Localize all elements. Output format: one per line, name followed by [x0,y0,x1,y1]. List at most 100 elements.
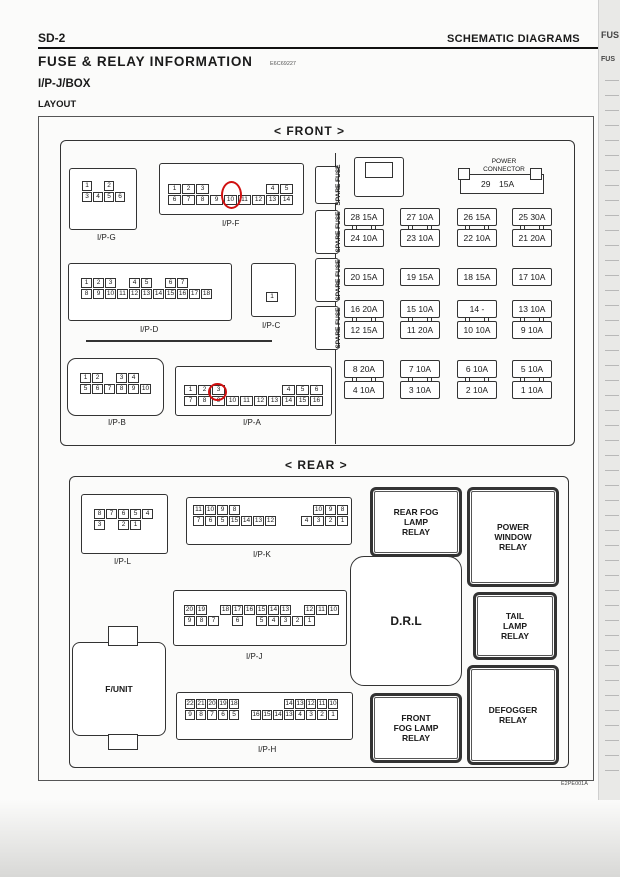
connector-pin: 9 [93,289,104,299]
front-fog-lamp-relay: FRONT FOG LAMP RELAY [370,693,462,763]
rear-panel [69,476,569,768]
edge-rule-line [605,455,619,456]
connector-pin [220,616,231,626]
connector-pin: 8 [229,505,240,515]
fuse-holder-slot [365,162,393,178]
fuse-leg [465,225,470,229]
connector-pin [253,505,264,515]
ip-c-connector: 1 [251,263,296,317]
spare-fuse-4: SPARE FUSE [315,306,342,350]
fuse-leg [539,377,544,381]
connector-pin: 13 [266,195,279,205]
edge-rule-line [605,170,619,171]
fuse-label: 15 10A [400,300,440,318]
connector-pin: 7 [208,616,219,626]
fuse-label: 4 10A [344,381,384,399]
fuse-leg [520,317,525,321]
connector-pin: 1 [304,616,315,626]
ip-j-label: I/P-J [246,652,263,661]
edge-rule-line [605,500,619,501]
connector-pin: 2 [118,520,129,530]
edge-rule-line [605,545,619,546]
connector-pin: 4 [266,184,279,194]
front-fog-lamp-relay-label: FRONT FOG LAMP RELAY [393,713,439,743]
connector-pin: 9 [217,505,228,515]
edge-rule-line [605,305,619,306]
edge-rule-line [605,80,619,81]
tail-lamp-relay: TAIL LAMP RELAY [473,592,557,660]
connector-pin: 17 [189,289,200,299]
connector-pin: 6 [165,278,176,288]
page-title: FUSE & RELAY INFORMATION [38,54,253,69]
connector-pin: 18 [229,699,239,709]
connector-pin: 16 [310,396,323,406]
fuse-29-rating: 15A [499,179,515,189]
connector-pin: 10 [226,396,239,406]
connector-pin: 3 [82,192,92,202]
fuse-label: 11 20A [400,321,440,339]
page-subtitle: I/P-J/BOX [38,78,91,90]
fuse-pair: 18 15A [457,268,497,286]
fuse-leg [371,317,376,321]
defogger-relay: DEFOGGER RELAY [467,665,559,765]
connector-pin: 8 [337,505,348,515]
connector-pin: 12 [129,289,140,299]
ip-f-pin-10-highlight [221,181,242,209]
connector-pin: 21 [196,699,206,709]
connector-pin [117,278,128,288]
front-bar [86,340,272,342]
fuse-label: 6 10A [457,360,497,378]
connector-pin: 18 [220,605,231,615]
fuse-leg [408,377,413,381]
connector-pin: 1 [130,520,141,530]
connector-pin: 6 [205,516,216,526]
connector-pin: 14 [280,195,293,205]
power-terminal-left [458,168,470,180]
edge-rule-line [605,440,619,441]
connector-pin: 3 [306,710,316,720]
drl-label: D.R.L [390,614,422,628]
connector-pin: 14 [153,289,164,299]
edge-rule-line [605,155,619,156]
edge-rule-line [605,755,619,756]
fuse-leg [371,377,376,381]
fuse-label: 23 10A [400,229,440,247]
edge-rule-line [605,200,619,201]
edge-rule-line [605,590,619,591]
connector-pin: 3 [196,184,209,194]
connector-pin: 11 [193,505,204,515]
connector-pin: 19 [196,605,207,615]
ip-c-pin: 1 [266,292,278,302]
edge-rule-line [605,725,619,726]
fuse-label: 18 15A [457,268,497,286]
connector-pin [273,699,283,709]
edge-rule-line [605,125,619,126]
connector-pin: 6 [232,616,243,626]
fuse-leg [465,317,470,321]
ip-f-label: I/P-F [222,219,240,228]
fuse-29: 29 15A [460,174,544,194]
edge-rule-line [605,575,619,576]
connector-pin [277,505,288,515]
connector-pin: 1 [80,373,91,383]
spare-fuse-label: SPARE FUSE [335,164,343,206]
edge-rule-line [605,275,619,276]
fuse-leg [465,377,470,381]
fuse-label: 20 15A [344,268,384,286]
header-rule [38,47,598,49]
fuse-pair: 20 15A [344,268,384,286]
connector-pin: 2 [317,710,327,720]
ip-a-label: I/P-A [243,418,261,427]
connector-pin: 4 [301,516,312,526]
ip-l-label: I/P-L [114,557,131,566]
connector-pin [262,699,272,709]
ip-g-label: I/P-G [97,233,116,242]
connector-pin: 5 [217,516,228,526]
fuse-pair: 14 -10 10A [457,300,497,339]
